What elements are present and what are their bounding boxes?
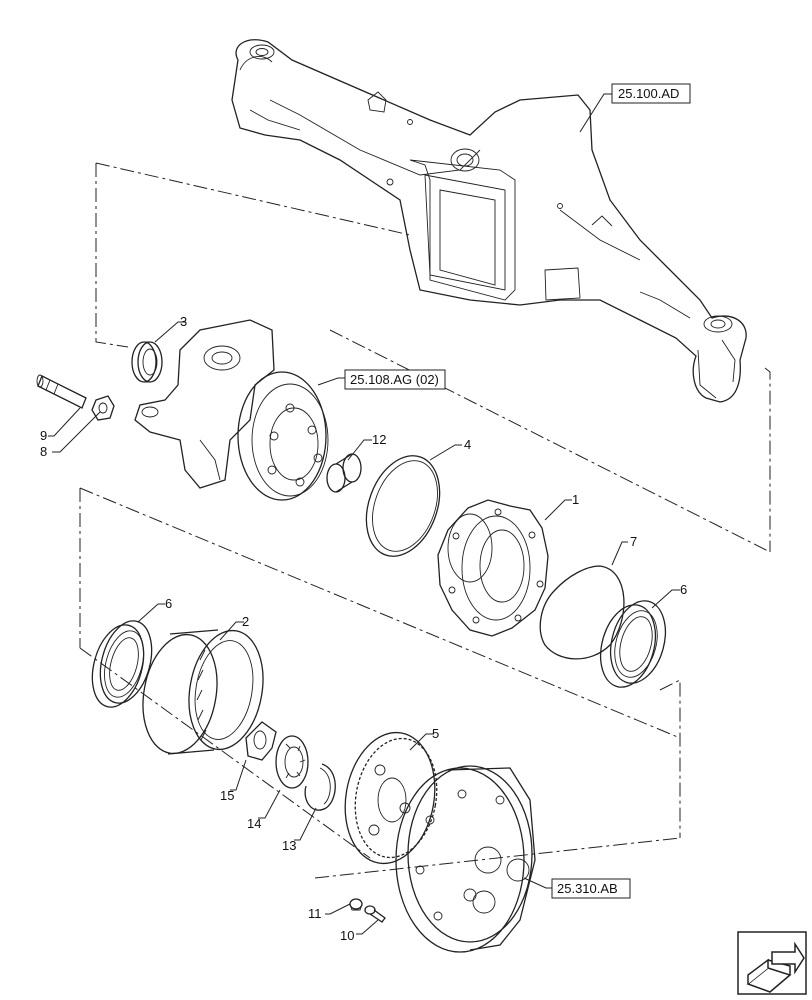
axle-housing <box>231 39 747 403</box>
callout-3: 3 <box>180 314 187 329</box>
wheel-hub-part <box>437 499 549 637</box>
wheel-hub-cover <box>395 765 536 953</box>
bushing-part <box>326 453 362 493</box>
callout-5: 5 <box>432 726 439 741</box>
planet-gear-part <box>344 731 438 865</box>
callout-4: 4 <box>464 437 471 452</box>
oil-seal-part <box>131 341 163 383</box>
svg-text:25.108.AG (02)[interactable]: 25.108.AG (02) <box>350 372 439 387</box>
pin-part <box>36 374 87 409</box>
callout-2: 2 <box>242 614 249 629</box>
steering-knuckle <box>134 319 329 501</box>
callout-labels: 3 9 8 12 4 1 7 6 6 2 5 15 14 13 11 10 <box>40 314 687 943</box>
snap-ring-part <box>304 763 336 811</box>
plug-part <box>349 898 363 911</box>
bearing-right-part <box>599 600 667 688</box>
svg-text:25.310.AB[interactable]: 25.310.AB <box>557 881 618 896</box>
callout-6-right: 6 <box>680 582 687 597</box>
callout-11: 11 <box>308 906 322 921</box>
svg-text:25.100.AD[interactable]: 25.100.AD <box>618 86 679 101</box>
ref-steering-knuckle[interactable]: 25.108.AG (02) <box>344 369 446 390</box>
bolt-part <box>364 905 386 923</box>
assembly-outline-upper <box>95 162 771 553</box>
callout-10: 10 <box>340 928 354 943</box>
callout-13: 13 <box>282 838 296 853</box>
callout-12: 12 <box>372 432 386 447</box>
bearing-left-part <box>91 620 153 708</box>
leader-lines <box>48 93 680 935</box>
callout-7: 7 <box>630 534 637 549</box>
nut-part <box>91 395 115 421</box>
callout-15: 15 <box>220 788 234 803</box>
callout-6-left: 6 <box>165 596 172 611</box>
callout-9: 9 <box>40 428 47 443</box>
callout-14: 14 <box>247 816 261 831</box>
spline-washer-part <box>275 735 309 789</box>
ring-gear-part <box>142 629 264 755</box>
locking-plate-part <box>245 721 277 761</box>
callout-1: 1 <box>572 492 579 507</box>
assembly-outline-lower <box>79 487 681 879</box>
ref-axle-housing[interactable]: 25.100.AD <box>611 83 691 104</box>
seal-ring-part <box>365 455 441 557</box>
ref-wheel-hub-cover[interactable]: 25.310.AB <box>551 878 631 899</box>
callout-8: 8 <box>40 444 47 459</box>
next-page-arrow-icon[interactable] <box>737 931 807 995</box>
